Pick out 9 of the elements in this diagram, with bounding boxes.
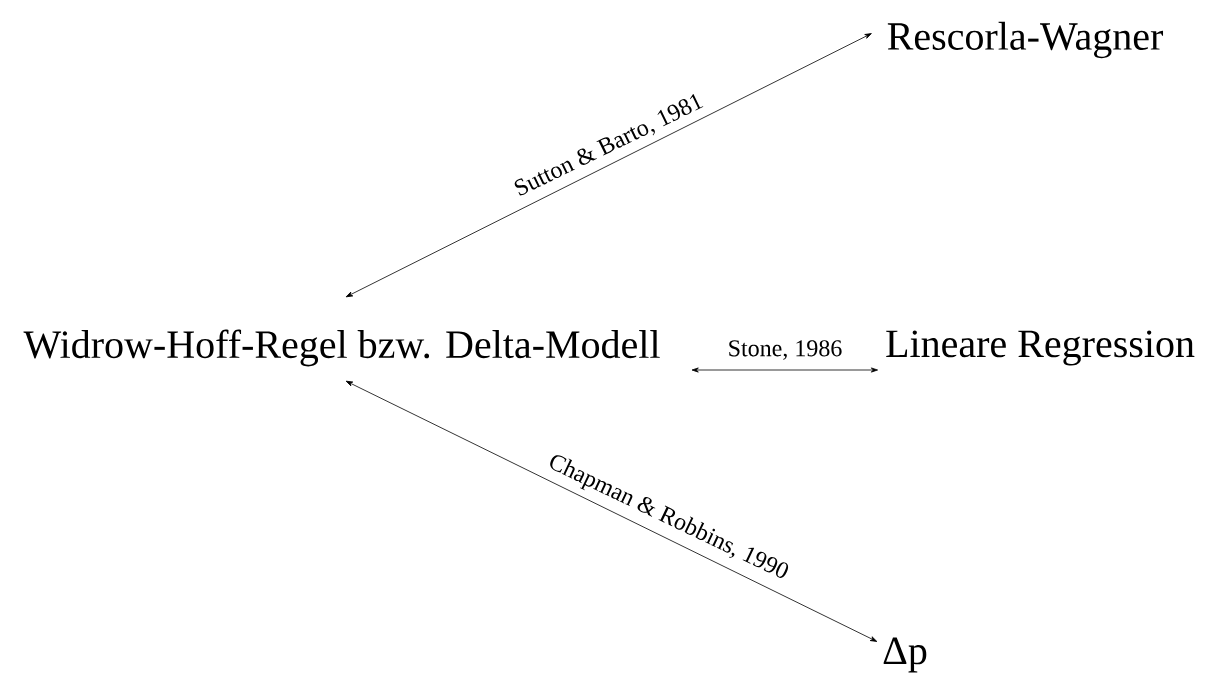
edge-label: Stone, 1986 (726, 339, 844, 361)
term-label: Lineare Regression (886, 330, 1195, 366)
double-arrow (691, 367, 878, 373)
term-label: Rescorla-Wagner (887, 21, 1163, 59)
edge-label: Sutton & Barto, 1981 (510, 90, 708, 202)
double-arrow (345, 33, 872, 298)
term-label: Δp (883, 637, 927, 673)
double-arrow (345, 380, 878, 642)
term-label: Widrow-Hoff-Regel bzw. Delta-Modell (23, 329, 660, 367)
